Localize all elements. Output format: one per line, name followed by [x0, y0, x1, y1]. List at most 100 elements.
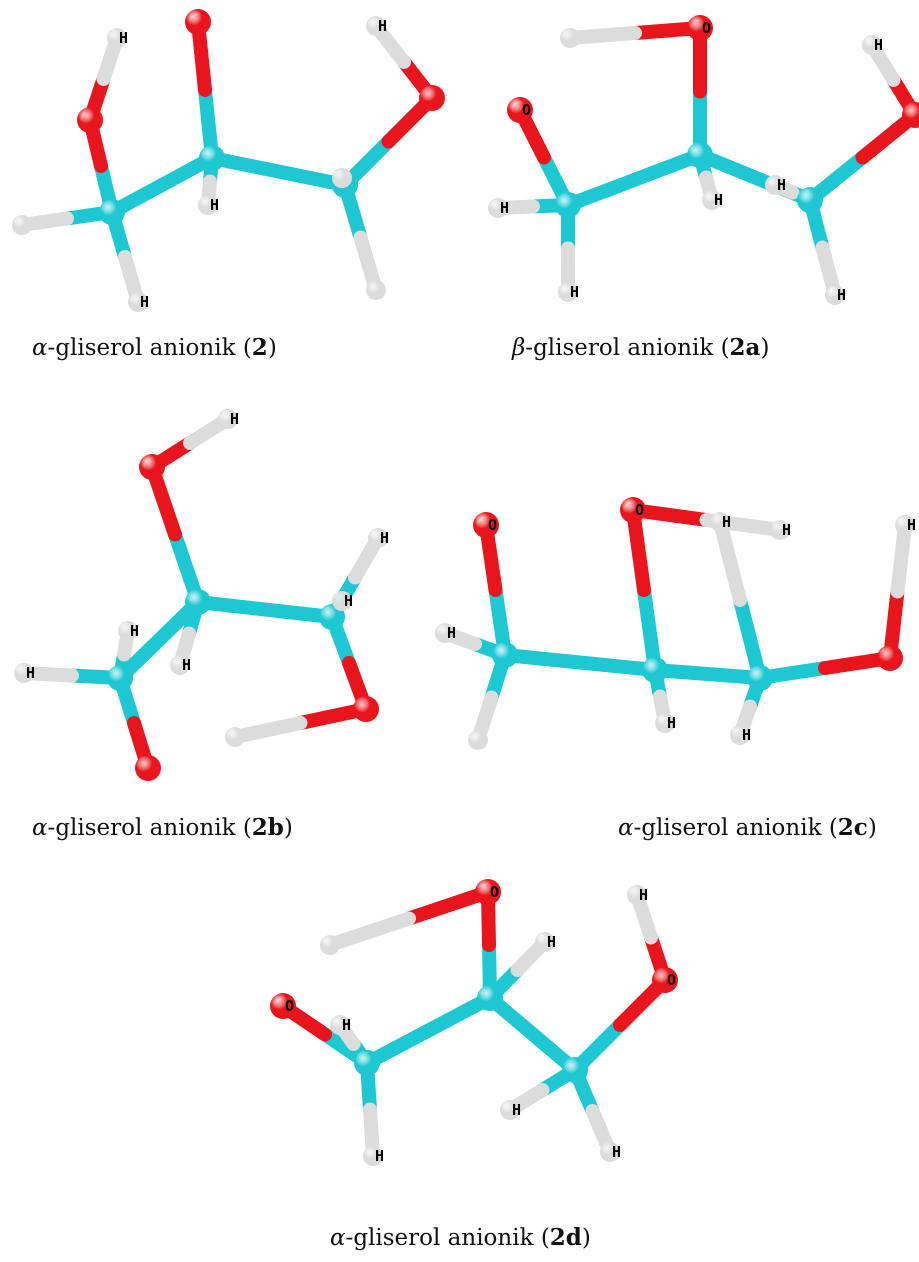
- hydrogen-atom: [627, 885, 647, 905]
- oxygen-bond-segment: [402, 885, 495, 926]
- oxygen-atom: [475, 879, 501, 905]
- hydrogen-atom: [488, 198, 508, 218]
- caption-compound-number: 2c: [837, 814, 868, 841]
- carbon-atom: [555, 192, 581, 218]
- hydrogen-atom: [198, 195, 218, 215]
- oxygen-atom: [507, 97, 533, 123]
- caption-compound-number: 2: [251, 334, 268, 361]
- hydrogen-atom: [862, 35, 882, 55]
- hydrogen-atom-label: H: [130, 622, 139, 640]
- hydrogen-atom: [825, 285, 845, 305]
- hydrogen-atom: [320, 935, 340, 955]
- hydrogen-atom-label: H: [26, 664, 35, 682]
- hydrogen-atom: [770, 520, 790, 540]
- caption-text: -gliserol anionik (: [525, 335, 730, 361]
- oxygen-atom: [270, 993, 296, 1019]
- hydrogen-atom-label: H: [570, 283, 579, 301]
- caption-close: ): [760, 335, 770, 361]
- carbon-atom: [492, 642, 518, 668]
- hydrogen-atom: [468, 730, 488, 750]
- hydrogen-atom: [118, 621, 138, 641]
- hydrogen-atom: [366, 280, 386, 300]
- carbon-atom: [562, 1057, 588, 1083]
- caption-compound-number: 2d: [549, 1224, 582, 1251]
- carbon-atom: [687, 142, 713, 168]
- hydrogen-bond-segment: [713, 515, 747, 607]
- hydrogen-atom-label: H: [667, 714, 676, 732]
- carbon-atom: [199, 145, 225, 171]
- hydrogen-atom-label: H: [230, 410, 239, 428]
- oxygen-atom: [620, 497, 646, 523]
- oxygen-atom-label: O: [667, 971, 676, 989]
- carbon-atom: [477, 985, 503, 1011]
- oxygen-atom-label: O: [635, 501, 644, 519]
- hydrogen-atom: [14, 663, 34, 683]
- caption-text: -gliserol anionik (: [633, 815, 838, 841]
- caption-molecule-2d: α-gliserol anionik (2d): [330, 1224, 591, 1251]
- oxygen-atom: [877, 645, 903, 671]
- caption-close: ): [581, 1225, 591, 1251]
- hydrogen-atom: [218, 409, 238, 429]
- hydrogen-atom-label: H: [375, 1147, 384, 1165]
- hydrogen-atom: [600, 1142, 620, 1162]
- caption-molecule-2: α-gliserol anionik (2): [32, 334, 277, 361]
- oxygen-atom: [687, 15, 713, 41]
- oxygen-atom-label: O: [702, 19, 711, 37]
- hydrogen-atom: [128, 292, 148, 312]
- oxygen-atom: [77, 107, 103, 133]
- carbon-atom: [747, 665, 773, 691]
- hydrogen-atom: [330, 1015, 350, 1035]
- hydrogen-atom-label: H: [874, 36, 883, 54]
- carbon-atom: [642, 657, 668, 683]
- oxygen-atom: [185, 9, 211, 35]
- caption-compound-number: 2a: [729, 334, 761, 361]
- hydrogen-atom: [435, 623, 455, 643]
- hydrogen-atom: [366, 16, 386, 36]
- hydrogen-atom-label: H: [182, 656, 191, 674]
- hydrogen-atom-label: H: [837, 286, 846, 304]
- carbon-atom: [797, 187, 823, 213]
- hydrogen-atom: [500, 1100, 520, 1120]
- oxygen-atom-label: O: [285, 997, 294, 1015]
- caption-text: -gliserol anionik (: [47, 335, 252, 361]
- hydrogen-atom: [702, 190, 722, 210]
- caption-text: -gliserol anionik (: [47, 815, 252, 841]
- hydrogen-atom-label: H: [140, 293, 149, 311]
- oxygen-atom: [135, 755, 161, 781]
- hydrogen-atom: [710, 512, 730, 532]
- oxygen-atom: [473, 512, 499, 538]
- hydrogen-atom-label: H: [722, 513, 731, 531]
- hydrogen-atom-label: H: [378, 17, 387, 35]
- hydrogen-atom: [107, 28, 127, 48]
- caption-molecule-2a: β-gliserol anionik (2a): [512, 334, 769, 361]
- hydrogen-atom-label: H: [344, 592, 353, 610]
- hydrogen-atom-label: H: [612, 1143, 621, 1161]
- hydrogen-atom: [332, 168, 352, 188]
- hydrogen-atom: [535, 932, 555, 952]
- hydrogen-atom: [12, 215, 32, 235]
- oxygen-atom: [902, 102, 919, 128]
- hydrogen-bond-segment: [228, 716, 308, 744]
- caption-text: -gliserol anionik (: [345, 1225, 550, 1251]
- hydrogen-atom: [730, 725, 750, 745]
- hydrogen-atom: [225, 727, 245, 747]
- hydrogen-atom-label: H: [639, 886, 648, 904]
- caption-compound-number: 2b: [251, 814, 284, 841]
- hydrogen-bond-segment: [563, 26, 642, 45]
- caption-greek: α: [330, 1225, 346, 1251]
- oxygen-atom: [419, 85, 445, 111]
- caption-greek: β: [512, 335, 526, 361]
- carbon-bond-segment: [637, 583, 662, 677]
- hydrogen-atom-label: H: [547, 933, 556, 951]
- caption-close: ): [267, 335, 277, 361]
- carbon-atom: [99, 199, 125, 225]
- hydrogen-bond-segment: [890, 518, 912, 599]
